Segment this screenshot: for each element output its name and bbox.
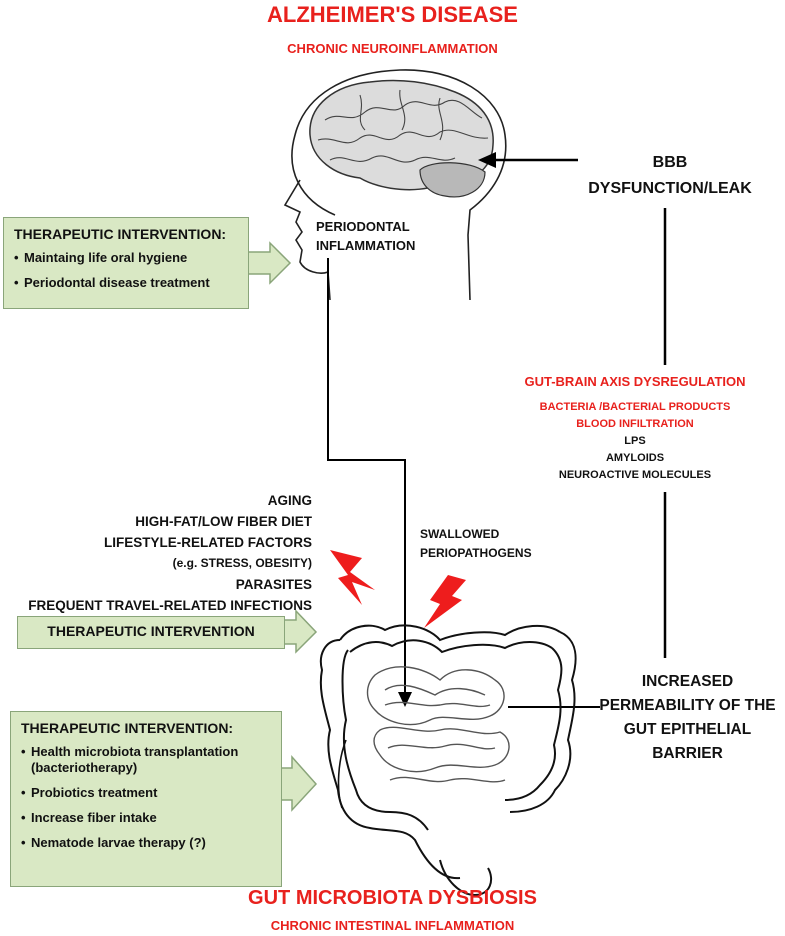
- gut-brain-item: LPS: [624, 435, 646, 447]
- bbb-label-line: BBB: [652, 154, 688, 171]
- bbb-label: BBB DYSFUNCTION/LEAK: [570, 150, 770, 202]
- swallowed-label-line: SWALLOWED: [420, 527, 500, 541]
- green-arrow-top: [247, 241, 292, 285]
- therapy-item: Maintaing life oral hygiene: [14, 250, 238, 266]
- swallowed-label: SWALLOWED PERIOPATHOGENS: [420, 525, 532, 563]
- bottom-title: GUT MICROBIOTA DYSBIOSIS: [248, 887, 537, 909]
- permeability-label: INCREASED PERMEABILITY OF THE GUT EPITHE…: [590, 670, 785, 766]
- page-title: ALZHEIMER'S DISEASE: [267, 2, 518, 27]
- therapy-item: Probiotics treatment: [21, 785, 271, 801]
- bbb-label-line: DYSFUNCTION/LEAK: [588, 180, 752, 197]
- periodontal-label-line: PERIODONTAL: [316, 219, 410, 234]
- risk-factor: LIFESTYLE-RELATED FACTORS: [103, 535, 312, 550]
- page-subtitle: CHRONIC NEUROINFLAMMATION: [287, 41, 498, 56]
- intestines-icon: [319, 624, 577, 897]
- lightning-bolt-icon: [424, 575, 466, 628]
- green-arrow-bottom: [279, 755, 318, 812]
- therapy-item: Health microbiota transplantation (bacte…: [21, 744, 271, 776]
- permeability-line: PERMEABILITY OF THE: [599, 697, 776, 714]
- periodontal-label-line: INFLAMMATION: [316, 238, 416, 253]
- risk-factor: HIGH-FAT/LOW FIBER DIET: [135, 514, 312, 529]
- gut-brain-item: BLOOD INFILTRATION: [576, 418, 694, 430]
- risk-factor: PARASITES: [235, 577, 312, 592]
- therapy-item: Increase fiber intake: [21, 810, 271, 826]
- permeability-line: INCREASED: [641, 673, 734, 690]
- gut-brain-heading: GUT-BRAIN AXIS DYSREGULATION: [524, 374, 746, 389]
- swallowed-label-line: PERIOPATHOGENS: [420, 546, 532, 560]
- lightning-bolt-icon: [330, 550, 375, 605]
- therapy-box-oral: THERAPEUTIC INTERVENTION: Maintaing life…: [3, 217, 249, 309]
- risk-factor: (e.g. STRESS, OBESITY): [172, 556, 312, 570]
- therapy-box-heading: THERAPEUTIC INTERVENTION:: [21, 720, 234, 736]
- therapy-box-middle: THERAPEUTIC INTERVENTION: [17, 616, 285, 649]
- therapy-box-heading: THERAPEUTIC INTERVENTION: [47, 623, 255, 639]
- gut-brain-item: AMYLOIDS: [605, 452, 665, 464]
- gut-brain-axis-block: GUT-BRAIN AXIS DYSREGULATION BACTERIA /B…: [475, 374, 785, 484]
- therapy-item: Nematode larvae therapy (?): [21, 835, 271, 851]
- risk-factor: FREQUENT TRAVEL-RELATED INFECTIONS: [28, 598, 312, 613]
- green-arrow-middle: [283, 609, 318, 654]
- therapy-item: Periodontal disease treatment: [14, 275, 238, 291]
- therapy-box-heading: THERAPEUTIC INTERVENTION:: [14, 226, 227, 242]
- gut-brain-item: NEUROACTIVE MOLECULES: [558, 469, 712, 481]
- risk-factor: AGING: [267, 493, 312, 508]
- gut-brain-item: BACTERIA /BACTERIAL PRODUCTS: [539, 401, 731, 413]
- brain-icon: [309, 79, 494, 198]
- risk-factors-list: AGING HIGH-FAT/LOW FIBER DIET LIFESTYLE-…: [0, 490, 312, 616]
- therapy-box-microbiota: THERAPEUTIC INTERVENTION: Health microbi…: [10, 711, 282, 887]
- bottom-subtitle: CHRONIC INTESTINAL INFLAMMATION: [270, 918, 515, 933]
- arrow-head-icon: [478, 152, 496, 168]
- head-profile-outline: [283, 69, 507, 301]
- arrow-down-icon: [398, 692, 412, 707]
- periodontal-label: PERIODONTAL INFLAMMATION: [316, 217, 415, 255]
- permeability-line: GUT EPITHELIAL: [623, 721, 752, 738]
- permeability-line: BARRIER: [652, 745, 723, 762]
